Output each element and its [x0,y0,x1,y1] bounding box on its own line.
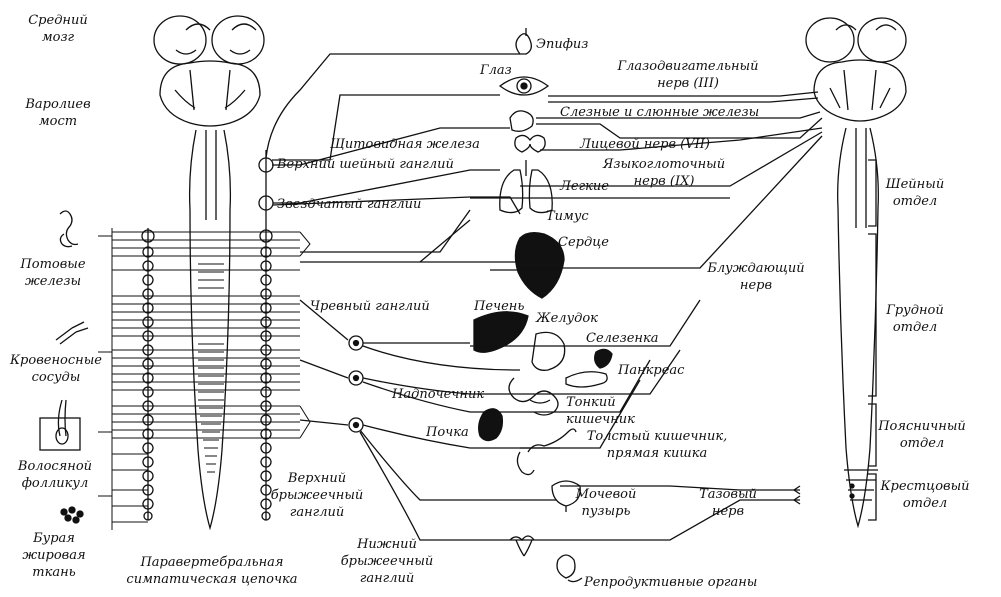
sympathetic-head-lines [265,53,521,263]
label-blood-vessels: Кровеносные сосуды [10,353,102,385]
label-heart: Сердце [558,235,609,250]
sympathetic-outflow-lines [98,228,311,530]
label-reproductive-organs: Репродуктивные органы [584,575,758,590]
hair-follicle-icon [39,399,81,451]
label-spleen: Селезенка [586,331,659,346]
label-pons: Варолиев мост [25,97,91,129]
left-cord-segments [198,231,224,473]
label-vagus-nerve: Блуждающий нерв [707,261,805,293]
label-upper-cervical-ganglion: Верхний шейный ганглий [277,157,454,172]
label-kidney: Почка [426,425,469,440]
liver-icon [473,311,529,353]
label-oculomotor-nerve: Глазодвигательный нерв (III) [617,59,759,91]
spleen-icon [594,348,613,369]
bladder-icon [551,480,581,512]
label-epiphysis: Эпифиз [536,37,589,52]
label-thymus: Тимус [546,209,589,224]
label-upper-mesenteric: Верхний брыжеечный ганглий [270,471,364,520]
label-brown-fat: Бурая жировая ткань [22,531,86,580]
label-bladder: Мочевой пузырь [575,487,637,519]
eye-icon [498,76,550,96]
reproductive-organs-icon [509,535,583,583]
label-eye: Глаз [480,63,512,78]
label-sacral-division: Крестцовый отдел [880,479,970,511]
lacrimal-gland-icon [509,110,534,132]
thyroid-icon [514,134,546,153]
label-liver: Печень [474,299,525,314]
stomach-icon [531,331,566,371]
right-brainstem-drawing [805,17,907,529]
label-lacrimal-salivary: Слезные и слюнные железы [560,105,760,120]
label-celiac-ganglion: Чревный ганглий [310,299,430,314]
large-intestine-icon [516,428,577,476]
sweat-gland-icon [59,210,79,248]
label-thyroid: Щитовидная железа [330,137,480,152]
pancreas-icon [565,371,608,388]
label-pelvic-nerve: Тазовый нерв [699,487,757,519]
cord-division-brackets [868,159,877,521]
label-stellate-ganglion: Звездчатый ганглий [277,197,422,212]
label-hair-follicle: Волосяной фолликул [17,459,93,491]
small-intestine-icon [508,377,559,416]
label-small-intestine: Тонкий кишечник [566,395,635,427]
label-adrenal: Надпочечник [392,387,485,402]
label-lumbar-division: Поясничный отдел [878,419,966,451]
label-thoracic-division: Грудной отдел [886,303,944,335]
brown-fat-icon [60,506,84,524]
label-midbrain: Средний мозг [28,13,88,45]
kidney-icon [478,408,504,442]
blood-vessel-icon [55,321,89,345]
label-paravertebral-chain: Паравертебральная симпатическая цепочка [126,555,298,587]
heart-icon [514,232,565,299]
label-sweat-glands: Потовые железы [20,257,86,289]
label-pancreas: Панкреас [618,363,685,378]
label-glossopharyngeal-nerve: Языкоглоточный нерв (IX) [602,157,726,189]
label-facial-nerve: Лицевой нерв (VII) [580,137,710,152]
label-large-intestine: Толстый кишечник, прямая кишка [586,429,728,461]
prevertebral-ganglia [299,299,600,541]
label-cervical-division: Шейный отдел [885,177,945,209]
label-lower-mesenteric: Нижний брыжеечный ганглий [340,537,434,586]
parasympathetic-lines [470,91,823,541]
paravertebral-chain-right [258,150,274,521]
label-stomach: Желудок [536,311,598,326]
left-brainstem-drawing [153,15,265,531]
epiphysis-icon [515,28,532,55]
label-lungs: Легкие [560,179,609,194]
